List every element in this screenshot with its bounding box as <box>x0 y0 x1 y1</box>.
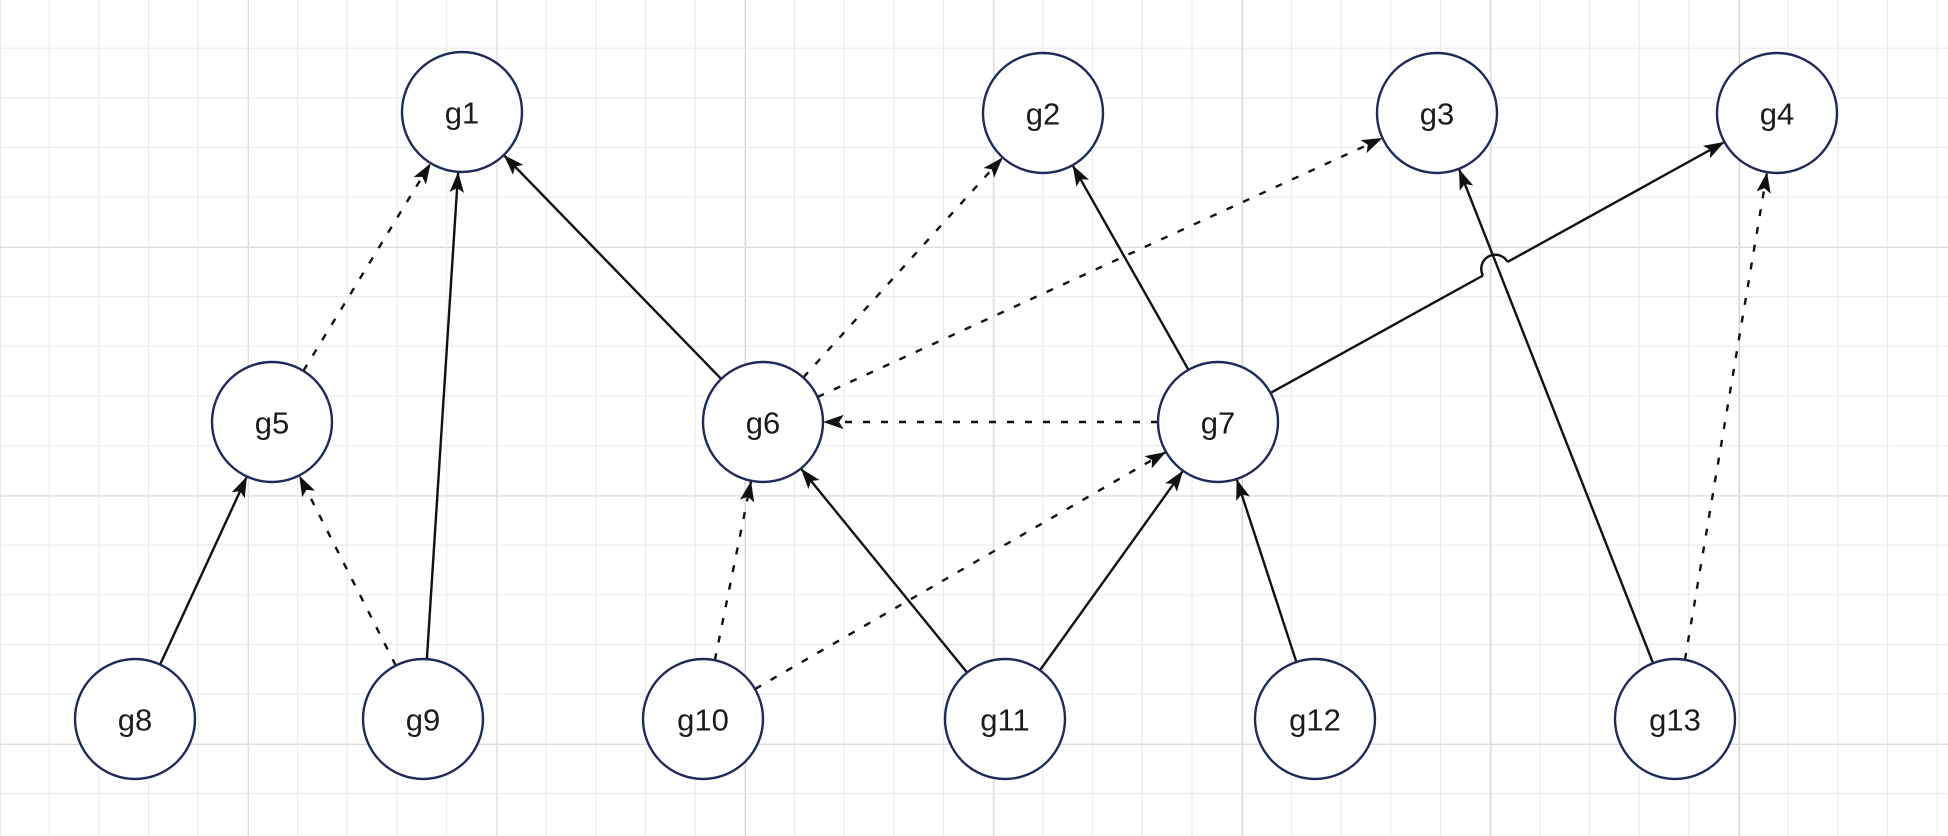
node-circle-g3[interactable] <box>1375 51 1499 175</box>
edge-g6-to-g3[interactable] <box>817 137 1383 399</box>
edge-g6-to-g1[interactable] <box>503 154 723 380</box>
edge-g9-to-g5[interactable] <box>298 475 397 667</box>
node-g9[interactable]: g9 <box>361 657 485 781</box>
edges-group <box>159 137 1771 691</box>
node-g1[interactable]: g1 <box>400 50 524 174</box>
node-circle-g2[interactable] <box>981 51 1105 175</box>
node-g4[interactable]: g4 <box>1715 51 1839 175</box>
node-g7[interactable]: g7 <box>1156 360 1280 484</box>
node-circle-g4[interactable] <box>1715 51 1839 175</box>
edge-g8-to-g5[interactable] <box>159 476 248 666</box>
edge-g6-to-g2[interactable] <box>802 157 1003 379</box>
node-g2[interactable]: g2 <box>981 51 1105 175</box>
edge-g7-to-g2[interactable] <box>1072 165 1190 371</box>
node-circle-g8[interactable] <box>73 657 197 781</box>
node-circle-g10[interactable] <box>641 657 765 781</box>
node-g12[interactable]: g12 <box>1253 657 1377 781</box>
edge-line-jump <box>1480 253 1509 277</box>
node-circle-g6[interactable] <box>701 360 825 484</box>
edge-g10-to-g7[interactable] <box>754 451 1166 691</box>
edge-g13-to-g4[interactable] <box>1683 172 1771 661</box>
node-circle-g9[interactable] <box>361 657 485 781</box>
edge-g9-to-g1[interactable] <box>425 171 465 660</box>
node-circle-g13[interactable] <box>1613 657 1737 781</box>
node-g3[interactable]: g3 <box>1375 51 1499 175</box>
edge-g5-to-g1[interactable] <box>302 163 432 372</box>
node-g5[interactable]: g5 <box>210 360 334 484</box>
edge-g13-to-g3[interactable] <box>1458 168 1655 664</box>
node-circle-g12[interactable] <box>1253 657 1377 781</box>
node-circle-g7[interactable] <box>1156 360 1280 484</box>
node-circle-g11[interactable] <box>943 657 1067 781</box>
edge-g11-to-g7[interactable] <box>1038 470 1184 671</box>
node-circle-g1[interactable] <box>400 50 524 174</box>
edge-g7-to-g4[interactable] <box>1506 141 1725 264</box>
node-g10[interactable]: g10 <box>641 657 765 781</box>
node-g13[interactable]: g13 <box>1613 657 1737 781</box>
node-circle-g5[interactable] <box>210 360 334 484</box>
node-g6[interactable]: g6 <box>701 360 825 484</box>
edge-g7-to-g4[interactable] <box>1269 274 1484 395</box>
edge-g10-to-g6[interactable] <box>713 480 755 661</box>
nodes-group: g1 g2 g3 g4 g5 g6 g7 g8 g9 g10 g11 g12 g13 <box>73 50 1839 781</box>
node-g11[interactable]: g11 <box>943 657 1067 781</box>
node-g8[interactable]: g8 <box>73 657 197 781</box>
edge-g11-to-g6[interactable] <box>800 468 969 674</box>
edge-g12-to-g7[interactable] <box>1235 479 1298 663</box>
